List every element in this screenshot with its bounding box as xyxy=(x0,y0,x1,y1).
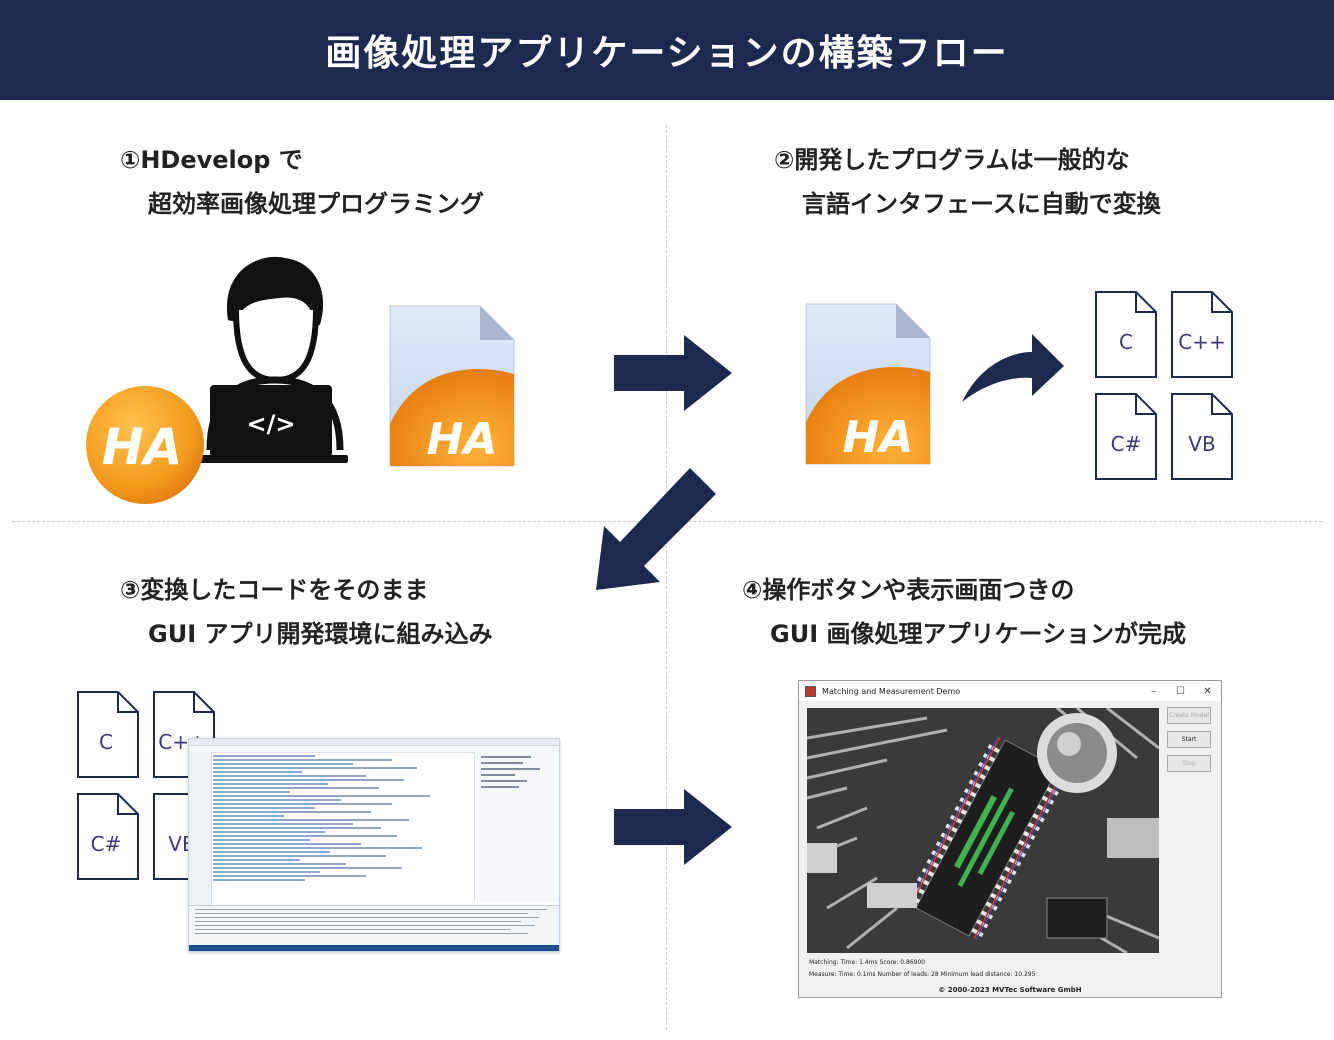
doc-icon-c-2: C xyxy=(77,691,139,778)
curved-arrow-icon xyxy=(962,334,1064,402)
ide-screenshot xyxy=(188,738,560,952)
doc-icon-c: C xyxy=(1095,291,1157,378)
doc-icon-cpp: C++ xyxy=(1171,291,1233,378)
maximize-icon[interactable]: ☐ xyxy=(1176,685,1185,697)
pcb-image-view xyxy=(807,708,1159,953)
doc-label-c: C xyxy=(1119,330,1133,354)
demo-app-window: Matching and Measurement Demo – ☐ ✕ xyxy=(798,680,1222,998)
demo-app-title: Matching and Measurement Demo xyxy=(822,686,961,696)
minimize-icon[interactable]: – xyxy=(1151,685,1156,697)
stop-button[interactable]: Stop xyxy=(1167,755,1211,772)
halcon-round-logo: HA xyxy=(86,386,204,504)
file-logo-text-2: HA xyxy=(843,412,914,463)
step-2-line2: 言語インタフェースに自動で変換 xyxy=(802,190,1161,218)
step-4-line2: GUI 画像処理アプリケーションが完成 xyxy=(770,620,1186,648)
doc-icon-vb: VB xyxy=(1171,393,1233,480)
svg-text:</>: </> xyxy=(247,410,296,438)
step-1-caption: ①HDevelop で 超効率画像処理プログラミング xyxy=(120,138,484,226)
halcon-file-icon-2: HA xyxy=(805,303,931,465)
round-logo-text: HA xyxy=(102,418,183,476)
page-title: 画像処理アプリケーションの構築フロー xyxy=(325,33,1009,74)
doc-icon-csharp-2: C# xyxy=(77,793,139,880)
demo-app-titlebar: Matching and Measurement Demo – ☐ ✕ xyxy=(799,681,1221,701)
arrow-right-icon xyxy=(614,335,732,411)
halcon-file-icon: HA xyxy=(389,305,515,467)
copyright-text: © 2000-2023 MVTec Software GmbH xyxy=(938,986,1082,994)
start-button[interactable]: Start xyxy=(1167,731,1211,748)
developer-icon: </> xyxy=(198,256,348,463)
step-3-line2: GUI アプリ開発環境に組み込み xyxy=(148,620,493,648)
create-model-button[interactable]: Create Model xyxy=(1167,707,1211,724)
pcb-image xyxy=(807,708,1159,953)
matching-status: Matching: Time: 1.4ms Score: 0.86900 xyxy=(809,959,926,966)
step-4-line1: ④操作ボタンや表示画面つきの xyxy=(742,576,1075,604)
step-1-line1: ①HDevelop で xyxy=(120,146,303,174)
doc-label-vb: VB xyxy=(1188,432,1215,456)
doc-label-csharp: C# xyxy=(1111,432,1142,456)
step-1-line2: 超効率画像処理プログラミング xyxy=(148,190,484,218)
step-4-caption: ④操作ボタンや表示画面つきの GUI 画像処理アプリケーションが完成 xyxy=(742,568,1186,656)
header-banner: 画像処理アプリケーションの構築フロー xyxy=(0,0,1334,100)
close-icon[interactable]: ✕ xyxy=(1203,685,1212,697)
app-icon xyxy=(805,685,816,697)
arrow-right-icon-2 xyxy=(614,789,732,865)
step-2-caption: ②開発したプログラムは一般的な 言語インタフェースに自動で変換 xyxy=(774,138,1161,226)
step-3-line1: ③変換したコードをそのまま xyxy=(120,576,429,604)
doc2-label-csharp: C# xyxy=(91,832,122,856)
step-3-caption: ③変換したコードをそのまま GUI アプリ開発環境に組み込み xyxy=(120,568,492,656)
measure-status: Measure: Time: 0.1ms Number of leads: 28… xyxy=(809,971,1036,978)
arrow-down-left-icon xyxy=(596,468,716,590)
divider-vertical xyxy=(666,125,667,1030)
language-docs-group: C C++ C# VB xyxy=(1095,291,1233,480)
doc2-label-c: C xyxy=(99,730,113,754)
language-docs-group-2: C C++ C# VB xyxy=(77,691,215,880)
doc-icon-csharp: C# xyxy=(1095,393,1157,480)
doc-label-cpp: C++ xyxy=(1178,330,1225,354)
step-2-line1: ②開発したプログラムは一般的な xyxy=(774,146,1130,174)
file-logo-text: HA xyxy=(427,414,498,465)
